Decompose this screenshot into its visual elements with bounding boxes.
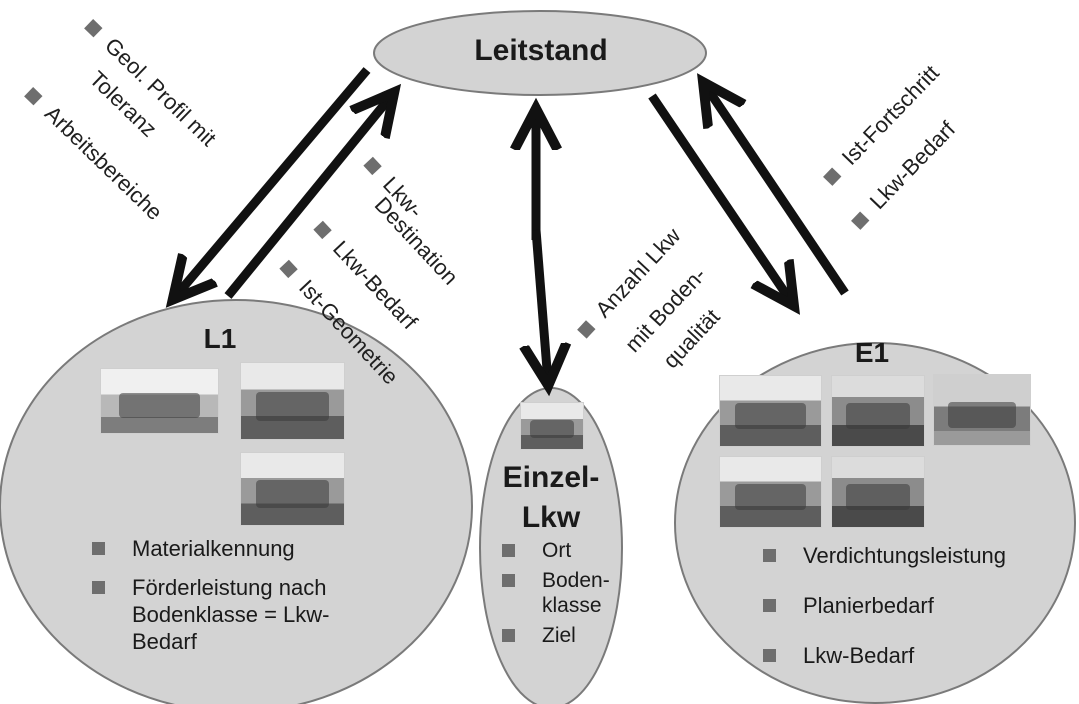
dump-truck-photo xyxy=(520,402,584,450)
bullet-icon xyxy=(763,549,776,562)
arrow-leitstand-einzel-down xyxy=(536,229,548,382)
list-item: Materialkennung xyxy=(92,535,330,562)
bulldozer-photo xyxy=(831,456,925,528)
list-item: Verdichtungsleistung xyxy=(763,542,1006,569)
e1-title: E1 xyxy=(854,337,890,368)
arrow-l1-to-leitstand xyxy=(224,95,392,299)
bullet-icon xyxy=(92,581,105,594)
bullet-icon xyxy=(502,629,515,642)
leitstand-node xyxy=(373,10,707,96)
einzel-title-line2: Lkw xyxy=(521,501,581,534)
arrow-e1-to-leitstand xyxy=(705,85,849,296)
roller-photo xyxy=(933,374,1031,446)
bullet-icon xyxy=(502,544,515,557)
bullet-icon xyxy=(763,599,776,612)
bullet-icon xyxy=(92,542,105,555)
list-item: Ort xyxy=(502,538,610,563)
dump-truck-photo xyxy=(240,452,345,526)
bulldozer-photo xyxy=(831,375,925,447)
list-item: Ziel xyxy=(502,623,610,648)
einzel-title-line1: Einzel- xyxy=(502,461,600,494)
arrow-leitstand-to-l1 xyxy=(175,67,371,297)
list-item: Boden- klasse xyxy=(502,568,610,618)
bullet-icon xyxy=(763,649,776,662)
list-item: Lkw-Bedarf xyxy=(763,642,1006,669)
list-item: Förderleistung nach Bodenklasse = Lkw- B… xyxy=(92,574,330,655)
dump-truck-photo xyxy=(240,362,345,440)
einzel-list: Ort Boden- klasse Ziel xyxy=(502,538,610,660)
bullet-icon xyxy=(502,574,515,587)
l1-title: L1 xyxy=(203,323,237,354)
leitstand-title: Leitstand xyxy=(474,34,608,67)
dump-truck-photo xyxy=(719,375,822,447)
arrow-leitstand-to-e1 xyxy=(648,93,792,303)
dump-truck-photo xyxy=(719,456,822,528)
l1-list: Materialkennung Förderleistung nach Bode… xyxy=(92,535,330,667)
excavator-photo xyxy=(100,368,219,434)
list-item: Planierbedarf xyxy=(763,592,1006,619)
e1-list: Verdichtungsleistung Planierbedarf Lkw-B… xyxy=(763,542,1006,681)
